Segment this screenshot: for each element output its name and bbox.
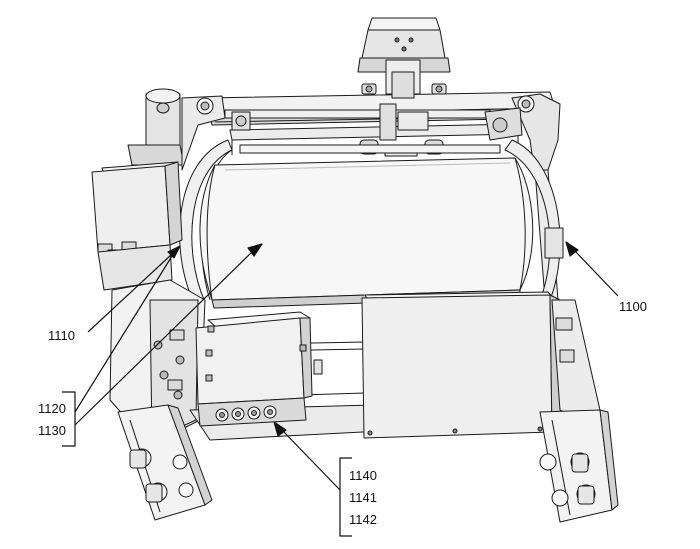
ref-numeral-1110: 1110 bbox=[48, 328, 75, 343]
left-cylinder-post bbox=[127, 88, 185, 166]
right-enclosure-box bbox=[361, 291, 563, 439]
ref-numeral-1142: 1142 bbox=[349, 512, 377, 527]
right-side-frame bbox=[544, 227, 601, 421]
ref-numeral-1140: 1140 bbox=[349, 468, 377, 483]
arrowhead-1140 bbox=[273, 421, 287, 437]
leader-1140 bbox=[281, 429, 341, 491]
leader-1110 bbox=[87, 253, 173, 333]
electronics-box bbox=[195, 311, 323, 427]
rail-assembly bbox=[224, 103, 501, 157]
right-front-leg bbox=[539, 409, 619, 523]
left-control-box bbox=[91, 161, 183, 291]
leader-1120 bbox=[74, 255, 173, 413]
drum-cylinder bbox=[199, 157, 534, 309]
ref-numeral-1100: 1100 bbox=[619, 299, 647, 314]
left-front-leg bbox=[117, 404, 213, 521]
left-bearing-plate bbox=[181, 95, 226, 171]
arrowhead-1110 bbox=[167, 245, 181, 259]
ref-numeral-1141: 1141 bbox=[349, 490, 377, 505]
arrowhead-1130 bbox=[247, 243, 263, 257]
ref-numeral-1120: 1120 bbox=[38, 401, 66, 416]
leader-1130 bbox=[74, 251, 253, 426]
top-mount-bracket bbox=[357, 17, 451, 99]
bracket-1140-1142 bbox=[339, 457, 352, 537]
arrowhead-1100 bbox=[565, 241, 579, 257]
bracket-1120-1130 bbox=[62, 391, 76, 447]
ref-numeral-1130: 1130 bbox=[38, 423, 66, 438]
leader-1100 bbox=[573, 249, 619, 297]
leader-lines bbox=[62, 241, 619, 537]
